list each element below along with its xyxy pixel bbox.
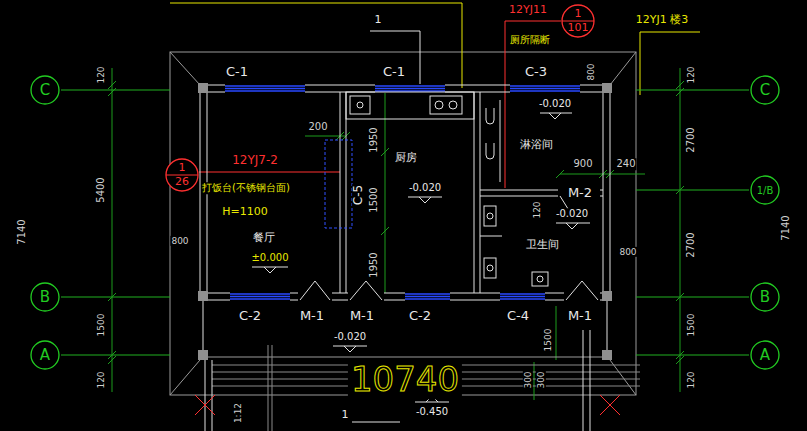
axis-bubble: B [30,282,60,312]
detail-callout: 1101 [561,4,595,38]
axis-bubble: A [750,340,780,370]
dimension-text: 2700 [685,126,697,153]
window-tag: C-1 [225,65,249,80]
detail-callout: 126 [165,158,199,192]
axis-bubble: A [30,340,60,370]
note-text: H=1100 [221,206,268,219]
note-text: 厕所隔断 [509,34,551,46]
dimension-text: 800 [618,247,637,257]
note-text: 打饭台(不锈钢台面) [201,182,291,194]
dimension-text: 900 [572,158,593,170]
dimension-text: 120 [686,370,696,389]
elevation-text: -0.450 [415,406,449,418]
axis-label: C [760,82,770,99]
callout-text: 1 [575,8,582,20]
dimension-text: 120 [532,200,542,219]
window-tag: C-2 [238,309,262,324]
dimension-text: 1500 [543,328,553,353]
dimension-text: 300 [523,370,533,389]
window-tag: C-3 [524,65,548,80]
dimension-text: 1950 [368,251,380,278]
room-name: 厨房 [394,152,418,165]
dimension-text: 1500 [96,313,106,338]
slope-text: 1:12 [233,402,243,424]
window-tag: C-2 [408,309,432,324]
dimension-text: 2700 [685,231,697,258]
callout-number: 1 [374,14,383,27]
dimension-text: 240 [615,158,636,170]
axis-bubble: 1/B [750,175,780,205]
room-name: 餐厅 [252,232,276,245]
axis-bubble: C [30,75,60,105]
dimension-text: 300 [536,370,546,389]
axis-label: B [760,289,770,306]
elevation-text: -0.020 [408,182,442,194]
elevation-text: ±0.000 [250,252,289,264]
elevation-text: -0.020 [333,331,367,343]
callout-text: 1 [179,162,186,174]
reference-code: 12YJ11 [508,4,548,17]
dimension-text: 7140 [780,214,792,241]
axis-label: C [40,82,50,99]
dimension-text: 800 [586,62,596,81]
room-name: 淋浴间 [519,139,554,152]
dimension-text: 800 [170,236,189,246]
dimension-text: 1950 [368,126,380,153]
axis-label: 1/B [757,185,774,196]
axis-label: B [40,289,50,306]
callout-number: 1 [341,409,350,422]
dimension-text: 120 [96,370,106,389]
dimension-text: 200 [307,121,328,133]
door-tag: M-1 [349,309,375,324]
overall-dimension: 10740 [348,360,462,399]
room-name: 卫生间 [525,239,560,252]
reference-code: 12YJ7-2 [231,154,279,168]
dimension-text: 120 [96,65,106,84]
dimension-text: 7140 [16,218,28,245]
dimension-text: 120 [686,65,696,84]
window-tag: C-4 [506,309,530,324]
axis-bubble: B [750,282,780,312]
reference-code: 12YJ1 楼3 [635,14,689,27]
dimension-text: 1500 [686,313,696,338]
door-tag: M-2 [567,186,593,201]
axis-bubble: C [750,75,780,105]
elevation-text: -0.020 [538,98,572,110]
dimension-text: 5400 [95,176,107,203]
elevation-text: -0.020 [555,208,589,220]
window-tag: C-1 [382,65,406,80]
callout-text: 26 [175,176,189,188]
axis-label: A [40,347,50,364]
window-tag: C-5 [352,184,366,206]
door-tag: M-1 [567,309,593,324]
axis-label: A [760,347,770,364]
callout-text: 101 [568,22,589,34]
door-tag: M-1 [299,309,325,324]
dimension-text: 1500 [368,186,380,213]
